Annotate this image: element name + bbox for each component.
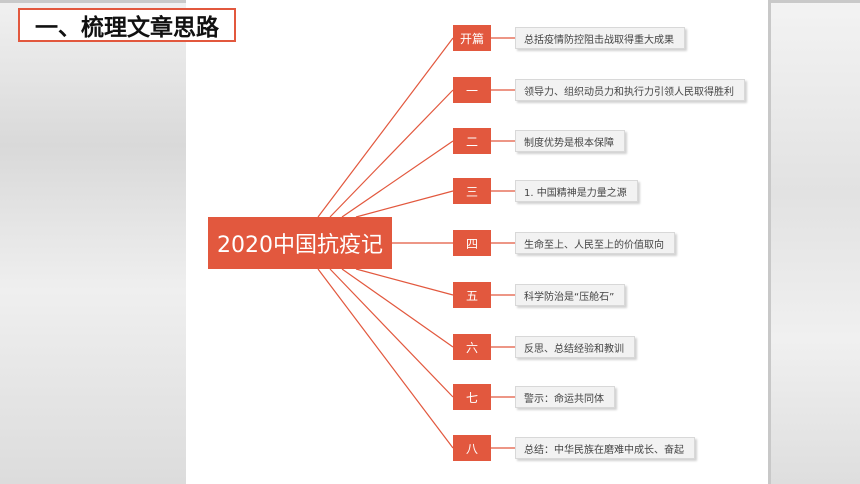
- connector-line-3: [355, 190, 454, 218]
- branch-node-5: 五: [453, 282, 491, 308]
- leaf-text-8: 总结：中华民族在磨难中成长、奋起: [515, 437, 695, 459]
- leaf-text-2: 制度优势是根本保障: [515, 130, 625, 152]
- connector-line-1: [329, 89, 454, 218]
- branch-node-kaipian: 开篇: [453, 25, 491, 51]
- connector-line-6: [341, 268, 454, 348]
- branch-node-6: 六: [453, 334, 491, 360]
- background-right-panel: [760, 0, 860, 484]
- canvas-side-divider: [768, 0, 771, 484]
- center-node: 2020中国抗疫记: [208, 217, 392, 269]
- connector-line-2: [341, 140, 454, 218]
- branch-node-2: 二: [453, 128, 491, 154]
- branch-node-8: 八: [453, 435, 491, 461]
- leaf-text-3: 1. 中国精神是力量之源: [515, 180, 638, 202]
- branch-node-7: 七: [453, 384, 491, 410]
- leaf-text-5: 科学防治是“压舱石”: [515, 284, 626, 306]
- branch-node-3: 三: [453, 178, 491, 204]
- leaf-text-4: 生命至上、人民至上的价值取向: [515, 232, 675, 254]
- connector-line-5: [355, 268, 454, 296]
- branch-node-4: 四: [453, 230, 491, 256]
- leaf-text-7: 警示：命运共同体: [515, 386, 615, 408]
- background-left-panel: [0, 0, 190, 484]
- leaf-text-6: 反思、总结经验和教训: [515, 336, 635, 358]
- branch-node-1: 一: [453, 77, 491, 103]
- leaf-text-1: 领导力、组织动员力和执行力引领人民取得胜利: [515, 79, 745, 101]
- leaf-text-kaipian: 总括疫情防控阻击战取得重大成果: [515, 27, 685, 49]
- connector-line-0: [317, 37, 454, 218]
- connector-line-8: [317, 268, 454, 449]
- page-title: 一、梳理文章思路: [18, 8, 236, 42]
- connector-line-7: [329, 268, 454, 398]
